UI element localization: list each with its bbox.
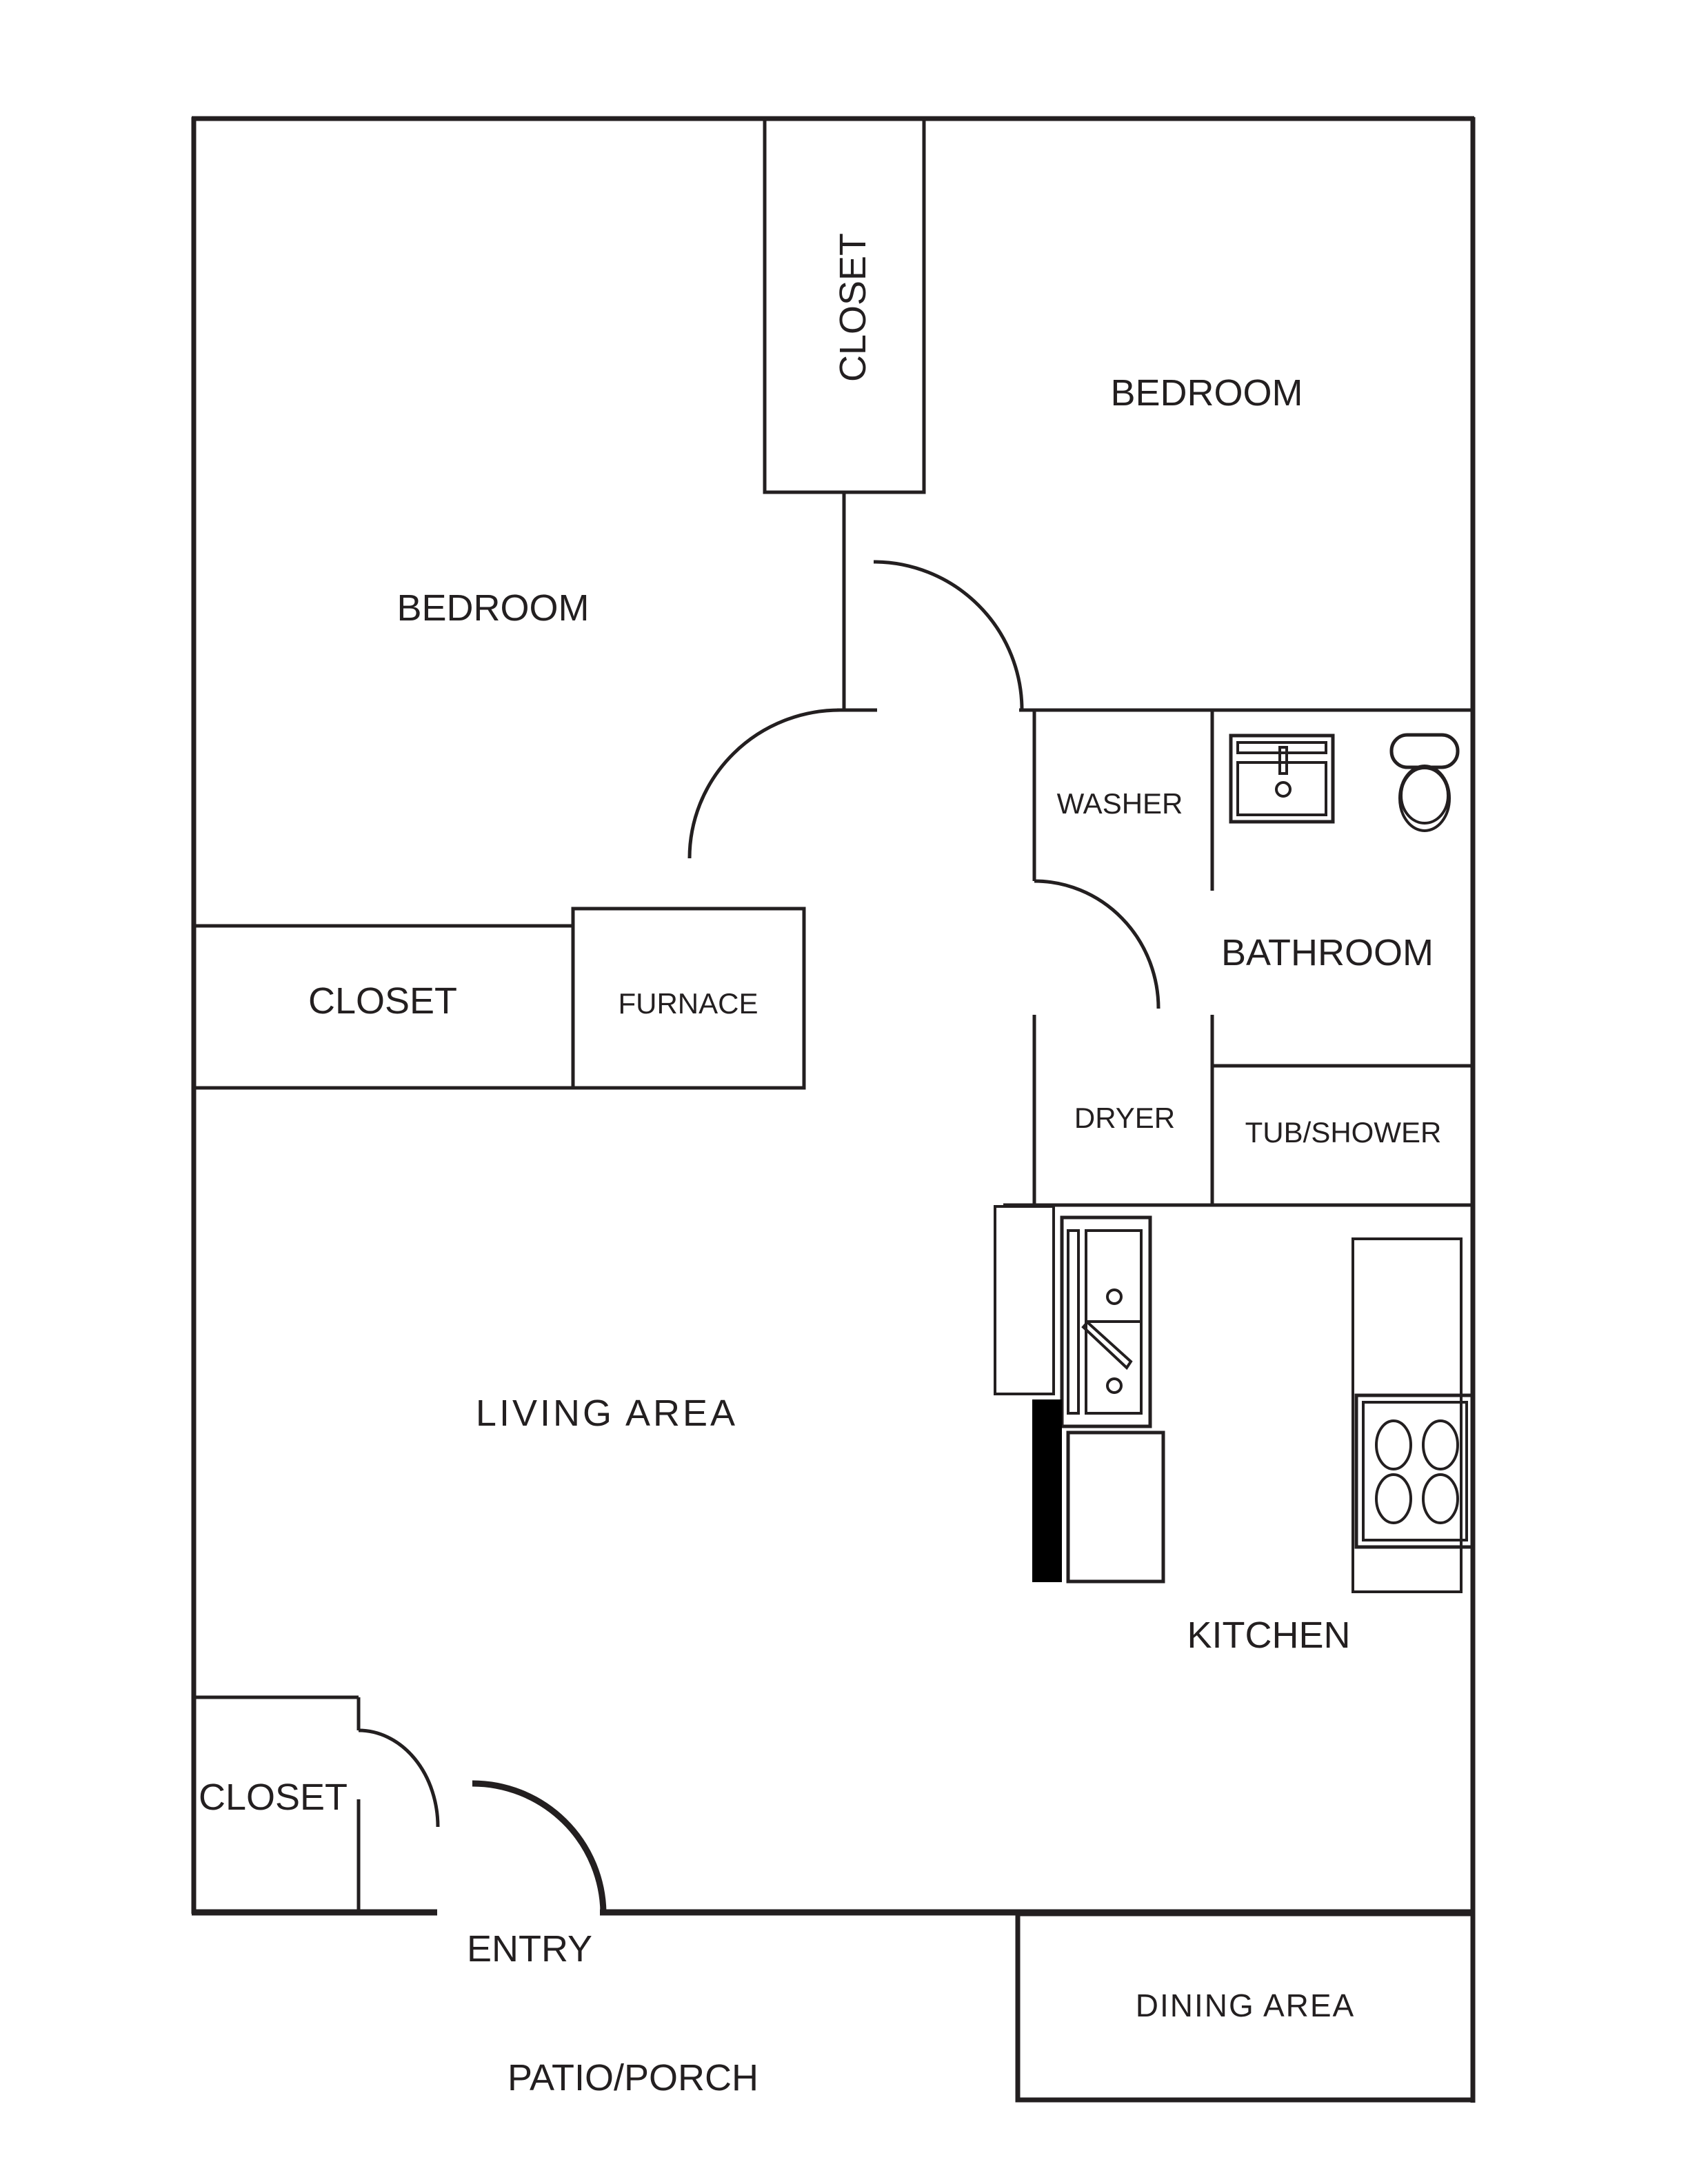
label-patio-porch: PATIO/PORCH xyxy=(508,2057,758,2099)
label-tub-shower: TUB/SHOWER xyxy=(1245,1116,1442,1149)
laundry-walls xyxy=(1003,710,1474,1207)
label-closet-entry: CLOSET xyxy=(199,1777,348,1818)
label-dining-area: DINING AREA xyxy=(1136,1988,1356,2023)
entry-door-swing xyxy=(472,1780,607,1913)
label-bedroom-left: BEDROOM xyxy=(396,587,589,629)
label-furnace: FURNACE xyxy=(618,987,758,1020)
label-dryer: DRYER xyxy=(1074,1102,1175,1134)
label-kitchen: KITCHEN xyxy=(1187,1615,1350,1656)
label-entry: ENTRY xyxy=(467,1928,592,1970)
closet-entry xyxy=(194,1695,361,1912)
kitchen-sink-icon xyxy=(1060,1215,1152,1428)
label-bathroom: BATHROOM xyxy=(1221,932,1434,973)
label-washer: WASHER xyxy=(1057,787,1183,820)
stove-cooktop-icon xyxy=(1354,1393,1476,1549)
right-bedroom-door-swing xyxy=(873,560,1024,711)
label-closet-middle: CLOSET xyxy=(308,980,457,1022)
closet-door-swing xyxy=(358,1728,440,1828)
dishwasher-icon xyxy=(1032,1399,1062,1582)
furnace-room xyxy=(571,907,806,1090)
exterior-walls xyxy=(191,116,1476,2103)
kitchen-counter-left xyxy=(994,1205,1055,1395)
left-bedroom-door-swing xyxy=(687,708,841,859)
kitchen-counter-right xyxy=(1352,1237,1463,1593)
dining-area xyxy=(1015,1911,1476,2103)
label-closet-top: CLOSET xyxy=(832,233,874,382)
label-bedroom-right: BEDROOM xyxy=(1110,372,1303,414)
toilet-icon xyxy=(1389,733,1460,832)
bathroom-sink-icon xyxy=(1229,734,1335,824)
label-living-area: LIVING AREA xyxy=(476,1393,738,1434)
refrigerator-icon xyxy=(1066,1430,1165,1584)
laundry-door-swing xyxy=(1034,879,1160,1009)
